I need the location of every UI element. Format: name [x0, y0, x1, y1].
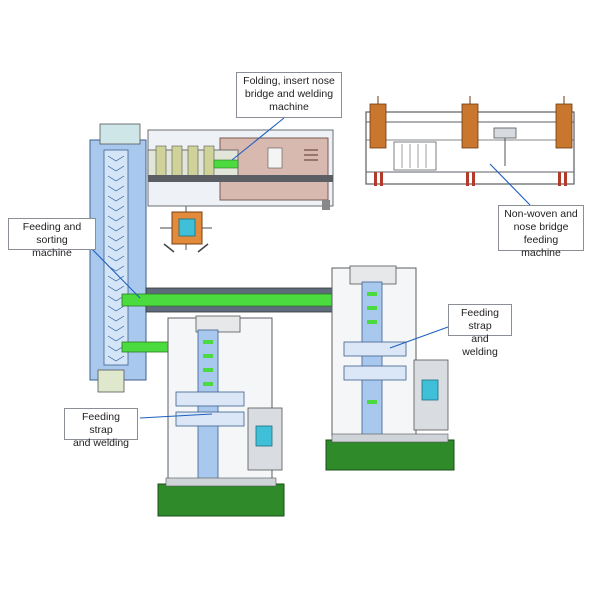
- folding-machine: [147, 129, 334, 210]
- callout-line: Feeding strap: [461, 307, 499, 332]
- conveyor-chevron: [107, 165, 125, 172]
- callout-nonwoven-feeding: Non-woven and nose bridge feeding machin…: [498, 205, 584, 259]
- callout-leaders: [89, 117, 531, 419]
- conveyor-chevron: [107, 305, 125, 312]
- callout-line: nose bridge: [513, 221, 569, 233]
- callout-line: Non-woven and: [504, 208, 578, 220]
- callout-strap-welding-right: Feeding strap and welding: [448, 304, 512, 358]
- conveyor-chevron: [107, 215, 125, 222]
- callout-line: bridge and welding: [244, 88, 334, 100]
- conveyor-chevron: [107, 195, 125, 202]
- conveyor-chevron: [107, 315, 125, 322]
- conveyor-chevron: [107, 355, 125, 362]
- conveyor-chevron: [107, 335, 125, 342]
- right-strap-welding-machine: [325, 265, 455, 471]
- callout-strap-welding-left: Feeding strap and welding: [64, 408, 138, 449]
- conveyor-chevron: [107, 255, 125, 262]
- callout-line: Feeding strap: [82, 411, 120, 436]
- callout-line: Feeding and sorting: [22, 221, 82, 246]
- conveyor-chevron: [107, 285, 125, 292]
- conveyor-chevron: [107, 275, 125, 282]
- conveyor-chevron: [107, 175, 125, 182]
- callout-feeding-sorting: Feeding and sorting machine: [8, 218, 96, 259]
- nonwoven-feeding-machine: [365, 96, 575, 186]
- conveyor-chevron: [107, 235, 125, 242]
- conveyor-chevron: [107, 245, 125, 252]
- conveyor-chevron: [107, 325, 125, 332]
- callout-line: and welding: [462, 333, 498, 358]
- transfer-conveyor: [121, 287, 371, 353]
- callout-line: feeding machine: [521, 234, 561, 259]
- callout-line: Folding, insert nose: [243, 75, 335, 87]
- conveyor-chevron: [107, 295, 125, 302]
- conveyor-chevron: [107, 155, 125, 162]
- conveyor-chevron: [107, 225, 125, 232]
- left-strap-welding-machine: [157, 315, 285, 517]
- callout-line: machine: [269, 101, 309, 113]
- orange-rotary-unit: [160, 206, 212, 253]
- callout-folding-machine: Folding, insert nose bridge and welding …: [236, 72, 342, 118]
- conveyor-chevron: [107, 205, 125, 212]
- conveyor-chevron: [107, 185, 125, 192]
- callout-line: and welding: [72, 437, 130, 449]
- conveyor-chevron: [107, 345, 125, 352]
- callout-line: machine: [32, 247, 72, 259]
- feeding-sorting-machine: [89, 123, 147, 393]
